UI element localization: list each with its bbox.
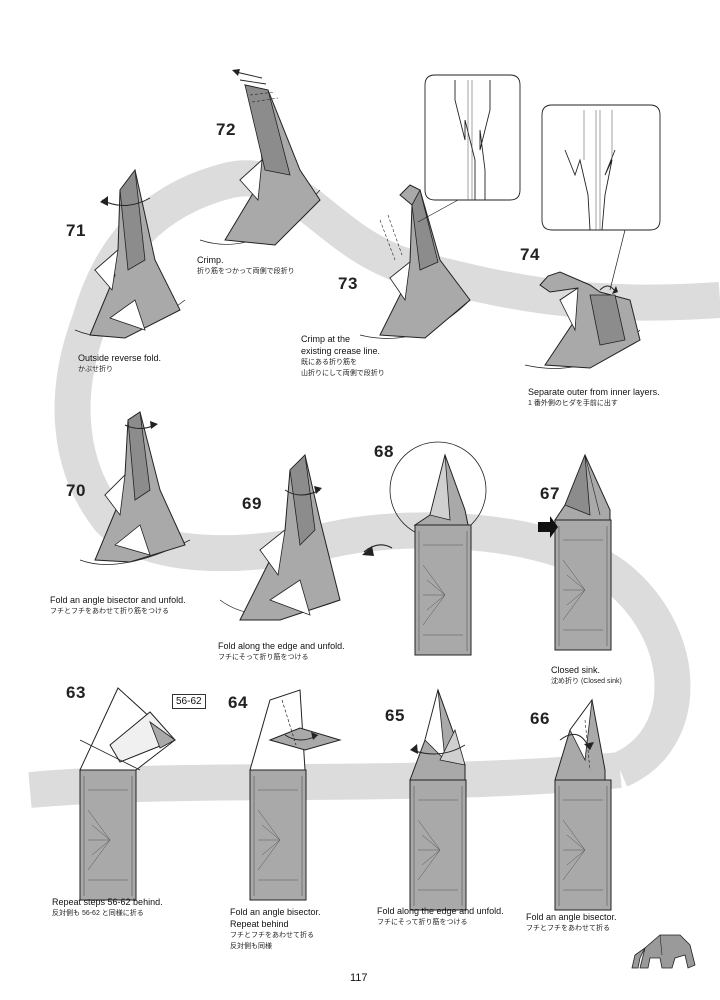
step-number-72: 72 <box>216 120 236 139</box>
figure-step-72 <box>199 69 321 246</box>
caption-67-en: Closed sink. <box>551 665 601 675</box>
step-number-74: 74 <box>520 245 540 264</box>
caption-74-jp: 1 番外側のヒダを手前に出す <box>528 400 618 407</box>
step-number-73: 73 <box>338 274 358 293</box>
figure-step-64 <box>249 689 342 901</box>
figure-step-68 <box>362 441 487 656</box>
figure-step-70 <box>79 411 191 565</box>
elephant-icon <box>631 934 696 969</box>
step-number-65: 65 <box>385 706 405 725</box>
caption-step-66: Fold an angle bisector. フチとフチをあわせて折る <box>526 911 617 934</box>
page-number: 117 <box>350 972 368 984</box>
caption-69-en: Fold along the edge and unfold. <box>218 641 345 651</box>
caption-73-en1: Crimp at the <box>301 334 351 344</box>
caption-step-72: Crimp. 折り筋をつかって両側で段折り <box>197 254 295 277</box>
caption-74-en: Separate outer from inner layers. <box>528 387 660 397</box>
caption-66-jp: フチとフチをあわせて折る <box>526 925 610 932</box>
figure-step-73 <box>359 74 521 339</box>
caption-step-65: Fold along the edge and unfold. フチにそって折り… <box>377 905 504 928</box>
step-number-71: 71 <box>66 221 86 240</box>
figure-step-67 <box>538 453 612 651</box>
caption-step-64: Fold an angle bisector. Repeat behind フチ… <box>230 906 321 952</box>
caption-step-74: Separate outer from inner layers. 1 番外側の… <box>528 386 660 409</box>
figure-step-65 <box>409 688 467 911</box>
caption-65-jp: フチにそって折り筋をつける <box>377 919 468 926</box>
figure-step-74 <box>524 104 661 369</box>
caption-step-71: Outside reverse fold. かぶせ折り <box>78 352 161 375</box>
figure-step-63 <box>79 687 176 901</box>
step-number-67: 67 <box>540 484 560 503</box>
caption-step-63: Repeat steps 56-62 behind. 反対側も 56-62 と同… <box>52 896 163 919</box>
figure-step-69 <box>219 454 341 621</box>
caption-72-en: Crimp. <box>197 255 224 265</box>
caption-63-jp: 反対側も 56-62 と同様に折る <box>52 910 144 917</box>
caption-65-en: Fold along the edge and unfold. <box>377 906 504 916</box>
step-number-66: 66 <box>530 709 550 728</box>
figure-step-66 <box>554 698 612 911</box>
caption-step-69: Fold along the edge and unfold. フチにそって折り… <box>218 640 345 663</box>
step-number-70: 70 <box>66 481 86 500</box>
caption-71-jp: かぶせ折り <box>78 366 113 373</box>
caption-step-67: Closed sink. 沈め折り (Closed sink) <box>551 664 622 687</box>
caption-72-jp: 折り筋をつかって両側で段折り <box>197 268 295 275</box>
caption-70-en: Fold an angle bisector and unfold. <box>50 595 186 605</box>
caption-64-en1: Fold an angle bisector. <box>230 907 321 917</box>
step-number-63: 63 <box>66 683 86 702</box>
caption-66-en: Fold an angle bisector. <box>526 912 617 922</box>
caption-73-jp2: 山折りにして両側で段折り <box>301 370 385 377</box>
figure-step-71 <box>74 168 186 339</box>
step-number-68: 68 <box>374 442 394 461</box>
step-number-64: 64 <box>228 693 248 712</box>
caption-71-en: Outside reverse fold. <box>78 353 162 363</box>
caption-step-70: Fold an angle bisector and unfold. フチとフチ… <box>50 594 186 617</box>
caption-64-jp1: フチとフチをあわせて折る <box>230 932 314 939</box>
caption-73-jp1: 既にある折り筋を <box>301 359 357 366</box>
caption-63-en: Repeat steps 56-62 behind. <box>52 897 163 907</box>
caption-70-jp: フチとフチをあわせて折り筋をつける <box>50 608 169 615</box>
caption-69-jp: フチにそって折り筋をつける <box>218 654 309 661</box>
caption-64-en2: Repeat behind <box>230 919 289 929</box>
caption-64-jp2: 反対側も同様 <box>230 943 272 950</box>
caption-67-jp: 沈め折り (Closed sink) <box>551 678 622 685</box>
caption-step-73: Crimp at the existing crease line. 既にある折… <box>301 333 385 379</box>
step-number-69: 69 <box>242 494 262 513</box>
caption-73-en2: existing crease line. <box>301 346 381 356</box>
step-reference-box: 56-62 <box>172 694 206 709</box>
